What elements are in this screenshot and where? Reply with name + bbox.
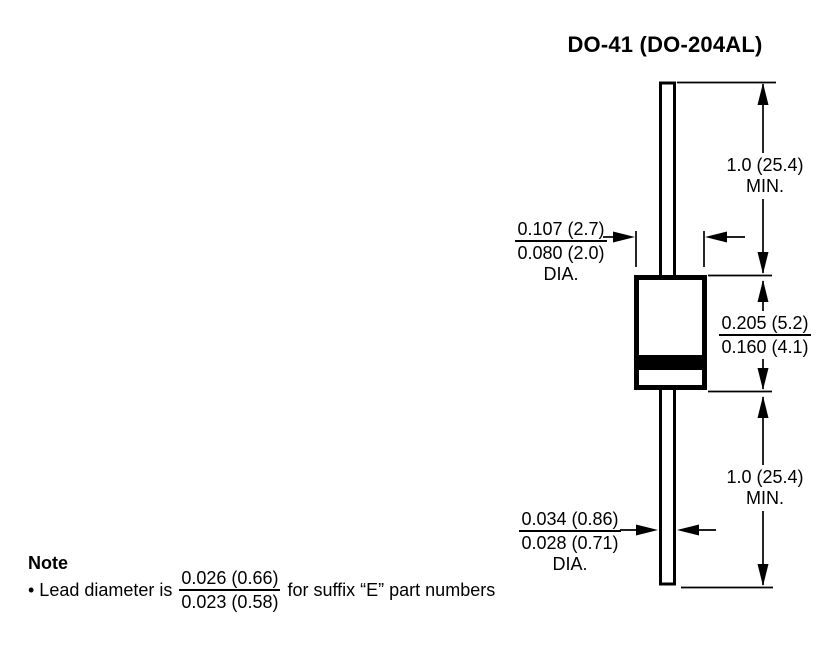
package-title: DO-41 (DO-204AL): [567, 32, 763, 57]
note-dim-max: 0.026 (0.66): [179, 568, 281, 591]
arrow-up-icon: [757, 396, 769, 418]
note-heading: Note: [28, 553, 68, 573]
top-lead: [659, 81, 676, 280]
note-text-suffix: for suffix “E” part numbers: [287, 579, 496, 600]
dim-min: 0.080 (2.0): [517, 243, 605, 263]
bottom-lead: [659, 386, 676, 586]
dim-min: 0.160 (4.1): [721, 337, 809, 357]
arrow-down-icon: [757, 564, 769, 586]
note-bullet: • Lead diameter is 0.026 (0.66) 0.023 (0…: [28, 568, 495, 612]
dim-min: 0.028 (0.71): [521, 533, 619, 553]
dimension-fraction: 0.205 (5.2) 0.160 (4.1): [719, 313, 811, 357]
dim-qualifier: MIN.: [746, 176, 784, 196]
arrow-right-icon: [636, 524, 658, 536]
arrow-left-icon: [705, 231, 727, 243]
dim-bottom-lead-length: 1.0 (25.4) MIN.: [713, 465, 817, 511]
dim-max: 0.205 (5.2): [719, 313, 811, 336]
dim-dia-label: DIA.: [552, 554, 588, 574]
note-fraction: 0.026 (0.66) 0.023 (0.58): [179, 568, 281, 612]
dim-body-diameter: 0.107 (2.7) 0.080 (2.0) DIA.: [505, 219, 617, 283]
arrow-down-icon: [757, 368, 769, 390]
dim-body-length: 0.205 (5.2) 0.160 (4.1): [713, 311, 817, 359]
arrow-up-icon: [757, 83, 769, 105]
arrow-left-icon: [677, 524, 699, 536]
arrow-right-icon: [613, 231, 635, 243]
note-dim-min: 0.023 (0.58): [181, 592, 279, 612]
arrow-up-icon: [757, 280, 769, 302]
dim-dia-label: DIA.: [543, 264, 579, 284]
dim-max: 0.034 (0.86): [519, 509, 621, 532]
dimension-fraction: 0.034 (0.86) 0.028 (0.71): [519, 509, 621, 553]
diode-body: [634, 275, 707, 390]
arrow-down-icon: [757, 252, 769, 274]
dimension-arrowheads: [613, 83, 769, 586]
dim-value: 1.0 (25.4): [726, 155, 804, 175]
dim-top-lead-length: 1.0 (25.4) MIN.: [713, 153, 817, 199]
note-text-prefix: • Lead diameter is: [28, 579, 173, 600]
dim-max: 0.107 (2.7): [515, 219, 607, 242]
cathode-band: [639, 355, 702, 370]
dim-lead-diameter: 0.034 (0.86) 0.028 (0.71) DIA.: [514, 509, 626, 573]
dim-value: 1.0 (25.4): [726, 467, 804, 487]
dimension-fraction: 0.107 (2.7) 0.080 (2.0): [515, 219, 607, 263]
dim-qualifier: MIN.: [746, 488, 784, 508]
